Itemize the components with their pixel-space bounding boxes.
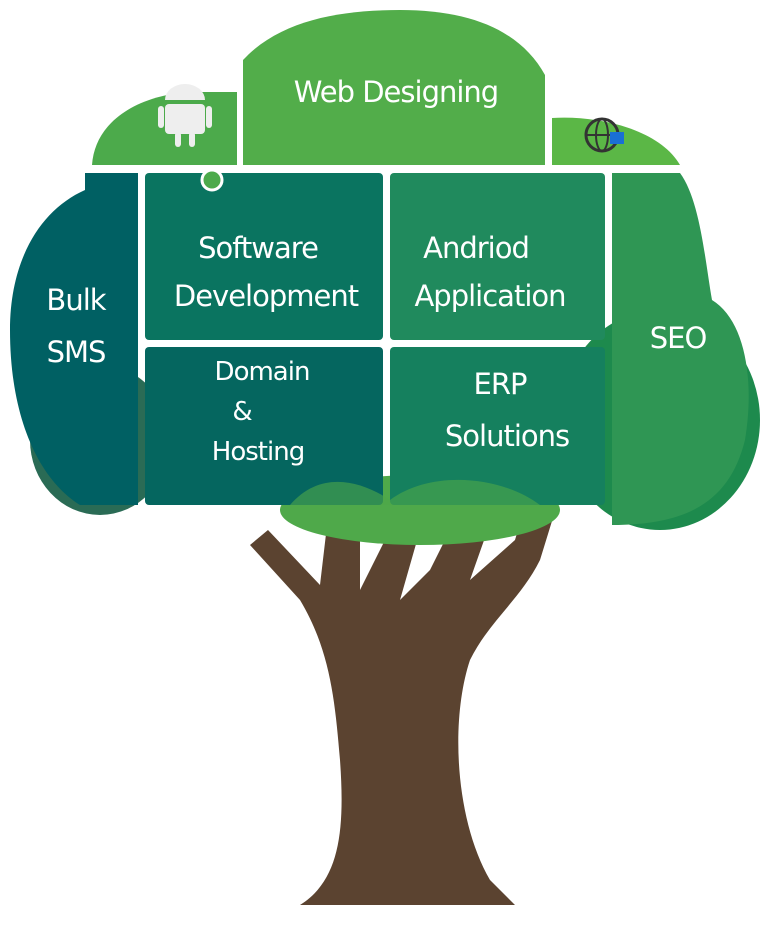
seo-label: SEO bbox=[650, 321, 707, 355]
domain-hosting-label-line3: Hosting bbox=[212, 437, 304, 467]
web-designing-piece[interactable] bbox=[243, 10, 545, 165]
puzzle-knob bbox=[200, 168, 224, 192]
android-piece[interactable] bbox=[92, 92, 237, 165]
software-development-label-line2: Development bbox=[174, 279, 359, 313]
erp-solutions-piece[interactable] bbox=[390, 347, 605, 505]
bulk-sms-label-line1: Bulk bbox=[46, 283, 106, 317]
software-development-piece[interactable] bbox=[145, 173, 383, 340]
domain-hosting-label-line1: Domain bbox=[215, 357, 310, 387]
android-application-label-line2: Application bbox=[414, 279, 565, 313]
bulk-sms-label-line2: SMS bbox=[47, 335, 106, 369]
foliage-wave bbox=[290, 479, 540, 505]
tree-trunk bbox=[250, 490, 560, 905]
domain-hosting-label-line2: & bbox=[232, 397, 252, 427]
android-application-label-line1: Andriod bbox=[423, 231, 529, 265]
web-designing-label: Web Designing bbox=[294, 75, 498, 109]
software-development-label-line1: Software bbox=[198, 231, 318, 265]
android-icon bbox=[158, 84, 212, 147]
domain-hosting-piece[interactable] bbox=[145, 347, 383, 505]
erp-solutions-label-line2: Solutions bbox=[445, 419, 569, 453]
globe-cart-icon bbox=[584, 117, 624, 153]
android-application-piece[interactable] bbox=[390, 173, 605, 340]
seo-piece[interactable] bbox=[612, 173, 749, 525]
erp-solutions-label-line1: ERP bbox=[474, 367, 527, 401]
bulk-sms-piece[interactable] bbox=[10, 173, 138, 505]
